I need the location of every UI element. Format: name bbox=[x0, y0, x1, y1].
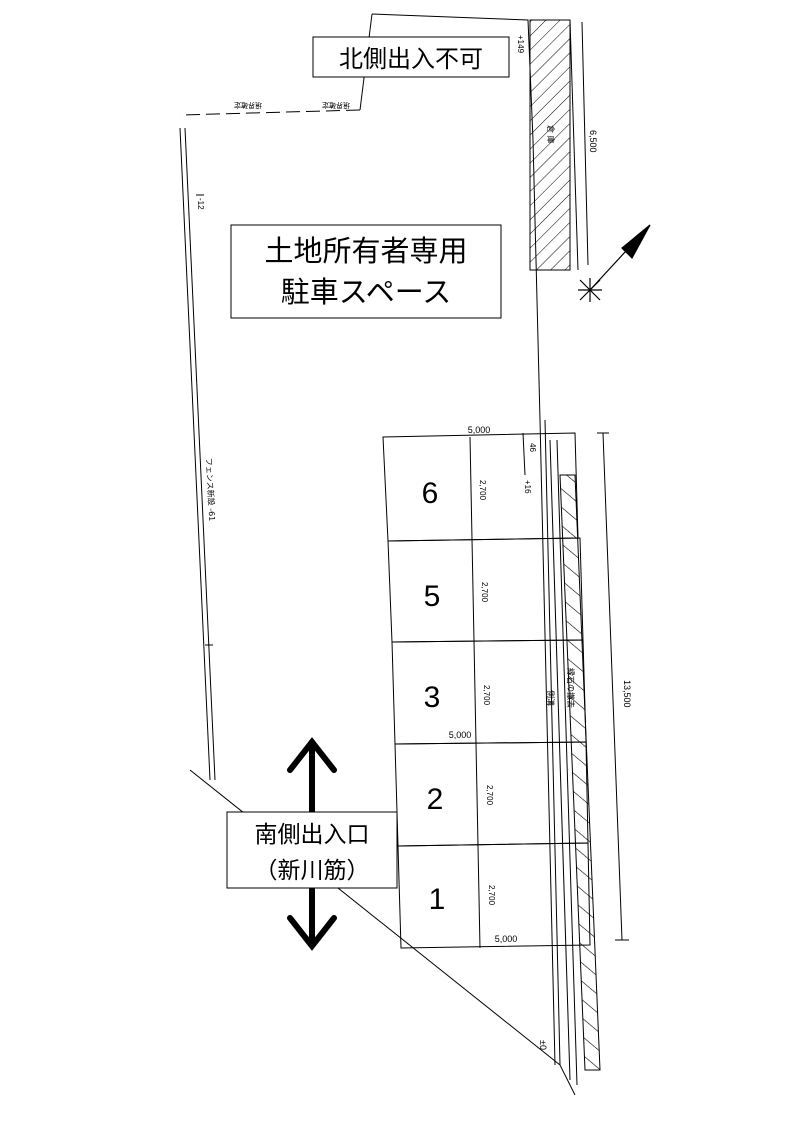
boundary-annotation-b: 境界確定 bbox=[322, 101, 350, 110]
space-width-5: 2,700 bbox=[480, 582, 489, 603]
north-strip-dimension: 6,500 bbox=[588, 130, 598, 153]
level-upper-a: 46 bbox=[528, 443, 537, 452]
gutter-annotation: 側溝 bbox=[546, 690, 556, 706]
owner-parking-label-line2: 駐車スペース bbox=[281, 275, 452, 309]
total-length-dimension: 13,500 bbox=[622, 680, 632, 708]
space-width-6: 2,700 bbox=[478, 480, 487, 501]
level-west: -12 bbox=[196, 198, 205, 210]
level-bottom: ±0 bbox=[538, 1040, 548, 1050]
space-width-3: 2,700 bbox=[482, 685, 491, 706]
mid-width-dimension: 5,000 bbox=[449, 730, 472, 740]
top-width-dimension: 5,000 bbox=[468, 425, 491, 435]
space-number-3: 3 bbox=[424, 681, 441, 714]
level-upper-b: +16 bbox=[523, 480, 532, 494]
level-north: +149 bbox=[516, 35, 525, 54]
property-boundary bbox=[179, 13, 576, 1096]
boundary-annotation-a: 境界確定 bbox=[234, 101, 262, 110]
fence-annotation: フェンス新設 -61 bbox=[204, 458, 217, 522]
south-entry-box bbox=[226, 811, 398, 889]
curb-hatch bbox=[559, 474, 601, 1071]
south-entry-label-line2: （新川筋） bbox=[255, 858, 370, 884]
fence-marks bbox=[196, 194, 213, 646]
north-strip-dimension-line bbox=[581, 21, 589, 266]
owner-parking-label-line1: 土地所有者専用 bbox=[264, 234, 467, 268]
compass-icon bbox=[578, 224, 651, 302]
space-width-1: 2,700 bbox=[487, 885, 496, 906]
space-width-2: 2,700 bbox=[485, 785, 494, 806]
space-number-1: 1 bbox=[429, 883, 446, 916]
curb-annotation: 縁石の撤去 bbox=[566, 668, 576, 708]
building-annotation: 倉 庫 bbox=[546, 125, 556, 144]
space-number-6: 6 bbox=[422, 477, 439, 510]
space-number-2: 2 bbox=[427, 783, 444, 816]
length-dimension-line bbox=[597, 432, 629, 941]
north-building-strip bbox=[529, 19, 571, 271]
owner-parking-box bbox=[230, 224, 502, 319]
space-number-5: 5 bbox=[424, 580, 441, 613]
south-entry-label-line1: 南側出入口 bbox=[255, 822, 370, 848]
north-entry-box bbox=[312, 36, 510, 78]
bottom-width-dimension: 5,000 bbox=[495, 934, 518, 944]
parking-space-1 bbox=[397, 842, 591, 949]
north-entry-label: 北側出入不可 bbox=[339, 45, 483, 73]
